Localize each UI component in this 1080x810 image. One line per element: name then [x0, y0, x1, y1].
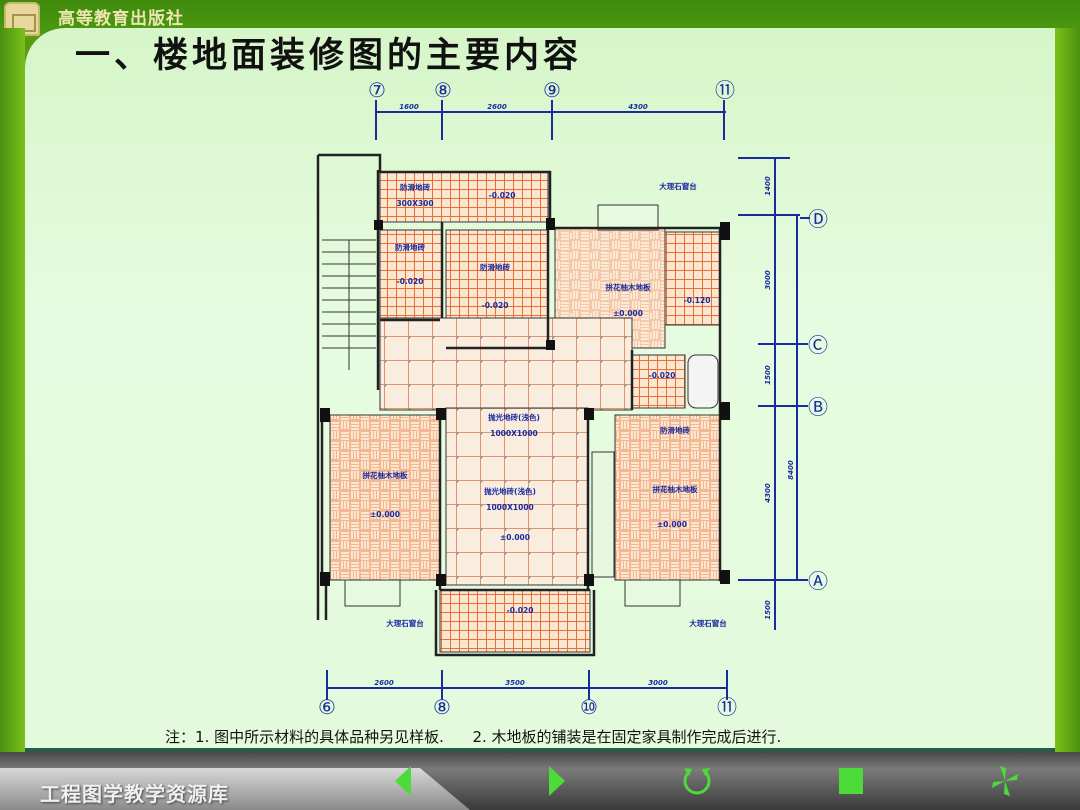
label-bedroom3-elev: ±0.000: [657, 520, 687, 529]
axis-right-d: Ⓓ: [808, 207, 828, 231]
label-bath1-tile: 防滑地砖: [395, 242, 425, 252]
axis-right-a: Ⓐ: [808, 569, 828, 593]
dim-right-3: 1500: [764, 365, 772, 385]
label-hall-tile: 抛光地砖(浅色): [488, 412, 540, 422]
label-kitchen-elev: -0.020: [489, 191, 516, 200]
label-kitchen-tile: 防滑地砖: [400, 182, 430, 192]
label-bedroom2-parquet: 拼花柚木地板: [363, 470, 408, 480]
dim-right-5: 1500: [764, 600, 772, 620]
label-bedroom3-parquet: 拼花柚木地板: [653, 484, 698, 494]
walls: [316, 153, 730, 657]
dim-top-2: 2600: [487, 103, 507, 111]
axis-top-8: ⑧: [434, 78, 452, 102]
dimension-lines: [326, 100, 810, 700]
axis-bottom-6: ⑥: [318, 695, 336, 719]
label-living-tile: 抛光地砖(浅色): [484, 486, 536, 496]
dim-bottom-2: 3500: [505, 679, 525, 687]
pinwheel-icon: [992, 766, 1018, 796]
label-bedroom2-elev: ±0.000: [370, 510, 400, 519]
floor-plan: 1600 2600 4300 2600 3500 3000 1400 3000 …: [316, 78, 828, 719]
dim-top-1: 1600: [399, 103, 419, 111]
dim-right-2: 3000: [764, 270, 772, 290]
exit-button[interactable]: [930, 752, 1080, 810]
footer-bar: 工程图学教学资源库: [0, 752, 1080, 810]
label-sill-right: 大理石窗台: [689, 618, 727, 628]
footer-label-panel: [0, 768, 470, 810]
label-living-size: 1000X1000: [486, 503, 534, 512]
triangle-left-icon: [395, 766, 411, 796]
label-small-room-elev: -0.120: [684, 296, 711, 305]
label-bedroom1-elev: ±0.000: [613, 309, 643, 318]
label-kitchen-size: 300X300: [396, 199, 433, 208]
dim-bottom-3: 3000: [648, 679, 668, 687]
footer-label: 工程图学教学资源库: [40, 782, 229, 806]
dim-top-3: 4300: [628, 103, 648, 111]
axis-bottom-10: ⑩: [580, 695, 598, 719]
right-frame: [1055, 28, 1080, 752]
label-sill-top: 大理石窗台: [659, 181, 697, 191]
previous-button[interactable]: [328, 752, 478, 810]
axis-right-c: Ⓒ: [808, 333, 828, 357]
label-bath2-tile: 防滑地砖: [480, 262, 510, 272]
stair: [322, 239, 376, 370]
rooms: [329, 171, 721, 653]
label-bath1-elev: -0.020: [397, 277, 424, 286]
label-bath3-tile: 防滑地砖: [660, 425, 690, 435]
label-living-elev: ±0.000: [500, 533, 530, 542]
dim-bottom-1: 2600: [374, 679, 394, 687]
axis-right-b: Ⓑ: [808, 395, 828, 419]
label-balcony-elev: -0.020: [507, 606, 534, 615]
refresh-icon: [683, 768, 711, 795]
label-sill-left: 大理石窗台: [386, 618, 424, 628]
stop-button[interactable]: [776, 752, 926, 810]
publisher-name: 高等教育出版社: [58, 9, 184, 29]
dim-right-1: 1400: [764, 176, 772, 196]
label-hall-size: 1000X1000: [490, 429, 538, 438]
left-frame: [0, 28, 25, 752]
label-bedroom1-parquet: 拼花柚木地板: [606, 282, 651, 292]
footnote: 注：1. 图中所示材料的具体品种另见样板. 2. 木地板的铺装是在固定家具制作完…: [165, 728, 782, 746]
label-bath3-elev: -0.020: [649, 371, 676, 380]
stop-square-icon: [839, 768, 863, 794]
slide-title: 一、楼地面装修图的主要内容: [75, 35, 583, 76]
triangle-right-icon: [549, 766, 565, 796]
label-bath2-elev: -0.020: [482, 301, 509, 310]
axis-top-9: ⑨: [543, 78, 561, 102]
dim-right-total: 8400: [787, 460, 795, 480]
axis-bottom-8: ⑧: [433, 695, 451, 719]
axis-top-7: ⑦: [368, 78, 386, 102]
columns: [320, 218, 730, 586]
next-button[interactable]: [482, 752, 632, 810]
replay-button[interactable]: [622, 752, 772, 810]
axis-top-11: ⑪: [715, 78, 735, 102]
dim-right-4: 4300: [764, 483, 772, 503]
axis-bottom-11: ⑪: [717, 695, 737, 719]
